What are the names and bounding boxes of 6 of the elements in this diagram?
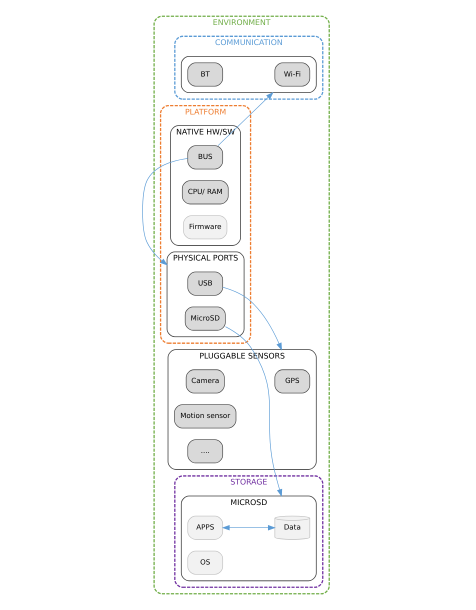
arrow <box>221 525 276 530</box>
arrow <box>217 92 274 146</box>
cluster <box>180 56 316 94</box>
arrow <box>142 158 188 266</box>
arrow <box>222 286 282 351</box>
arrow <box>224 326 282 497</box>
